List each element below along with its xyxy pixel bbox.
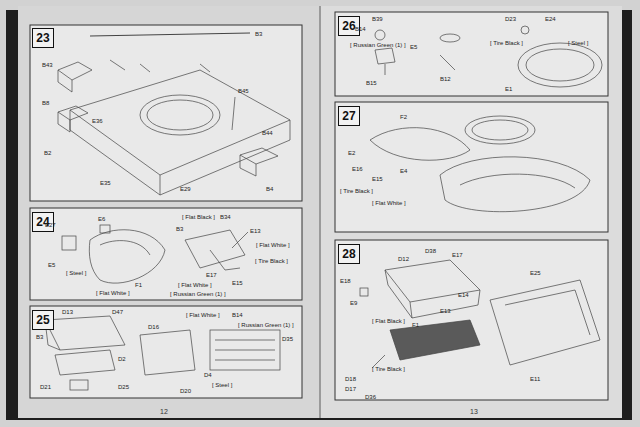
paint-callout: [ Russian Green (1) ] [170, 291, 226, 297]
part-number: E27 [45, 222, 56, 228]
step-number: 27 [342, 110, 355, 122]
paint-callout: [ Tire Black ] [255, 258, 288, 264]
paint-callout: [ Russian Green (1) ] [238, 322, 294, 328]
part-number: E11 [530, 376, 540, 382]
part-number: D12 [398, 256, 409, 262]
part-number: E14 [458, 292, 469, 298]
part-number: B15 [366, 80, 377, 86]
paint-callout: [ Russian Green (1) ] [350, 42, 406, 48]
part-number: E35 [100, 180, 111, 186]
part-number: B43 [42, 62, 53, 68]
part-number: D47 [112, 309, 123, 315]
part-number: B14 [232, 312, 243, 318]
paint-callout: [ Steel ] [568, 40, 588, 46]
part-number: E9 [350, 300, 357, 306]
part-number: D4 [204, 372, 212, 378]
part-number: E6 [98, 216, 105, 222]
step-number: 23 [36, 32, 49, 44]
paint-callout: [ Tire Black ] [490, 40, 523, 46]
step-number-box: 23 [32, 28, 54, 48]
part-number: B3 [176, 226, 183, 232]
paint-callout: [ Flat Black ] [372, 318, 405, 324]
part-number: E5 [48, 262, 55, 268]
part-number: B4 [266, 186, 273, 192]
page-number: 13 [470, 408, 478, 415]
step-number: 26 [342, 20, 355, 32]
part-number: E5 [410, 44, 417, 50]
part-number: D20 [180, 388, 191, 394]
step-number-box: 27 [338, 106, 360, 126]
part-number: D36 [365, 394, 376, 400]
paint-callout: [ Steel ] [212, 382, 232, 388]
part-number: E2 [348, 150, 355, 156]
part-number: D25 [118, 384, 129, 390]
part-number: D16 [148, 324, 159, 330]
part-number: E36 [92, 118, 103, 124]
part-number: E17 [452, 252, 463, 258]
part-number: B14 [355, 26, 366, 32]
part-number: E13 [440, 308, 451, 314]
part-number: B2 [44, 150, 51, 156]
part-number: B45 [238, 88, 249, 94]
part-number: E1 [505, 86, 512, 92]
part-number: B3 [36, 334, 43, 340]
part-number: E13 [250, 228, 261, 234]
part-number: F1 [135, 282, 142, 288]
part-number: E15 [372, 176, 383, 182]
page-number: 12 [160, 408, 168, 415]
part-number: F1 [412, 322, 419, 328]
part-number: E25 [530, 270, 541, 276]
part-number: E16 [352, 166, 363, 172]
paint-callout: [ Tire Black ] [372, 366, 405, 372]
part-number: D21 [40, 384, 51, 390]
step-number-box: 25 [32, 310, 54, 330]
part-number: E15 [232, 280, 243, 286]
paint-callout: [ Flat White ] [178, 282, 212, 288]
step-number: 25 [36, 314, 49, 326]
part-number: B39 [372, 16, 383, 22]
part-number: D2 [118, 356, 126, 362]
part-number: B44 [262, 130, 273, 136]
part-number: B8 [42, 100, 49, 106]
paint-callout: [ Flat White ] [372, 200, 406, 206]
part-number: E29 [180, 186, 191, 192]
part-number: E4 [400, 168, 407, 174]
part-number: E24 [545, 16, 556, 22]
part-number: D17 [345, 386, 356, 392]
part-number: B12 [440, 76, 451, 82]
paint-callout: [ Flat White ] [186, 312, 220, 318]
paint-callout: [ Steel ] [66, 270, 86, 276]
part-number: E18 [340, 278, 351, 284]
paint-callout: [ Flat White ] [256, 242, 290, 248]
part-number: F2 [400, 114, 407, 120]
part-number: B3 [255, 31, 262, 37]
part-number: D38 [425, 248, 436, 254]
paint-callout: [ Tire Black ] [340, 188, 373, 194]
part-number: E17 [206, 272, 217, 278]
part-number: D35 [282, 336, 293, 342]
paint-callout: [ Flat White ] [96, 290, 130, 296]
part-number: D18 [345, 376, 356, 382]
paint-callout: [ Flat Black ] [182, 214, 215, 220]
part-number: D23 [505, 16, 516, 22]
part-number: B34 [220, 214, 231, 220]
part-number: D13 [62, 309, 73, 315]
step-number-box: 28 [338, 244, 360, 264]
step-number: 28 [342, 248, 355, 260]
